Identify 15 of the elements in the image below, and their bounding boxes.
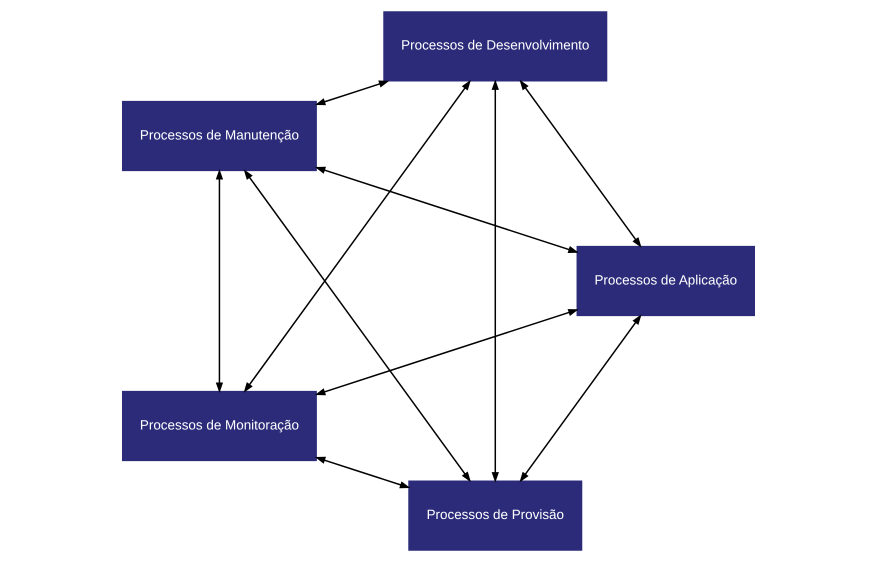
arrow: [243, 169, 470, 482]
arrow: [314, 456, 410, 488]
node-box: Processos de Monitoração: [121, 390, 316, 462]
node-box: Processos de Manutenção: [121, 100, 316, 172]
arrow: [243, 80, 470, 393]
node-box: Processos de Desenvolvimento: [382, 11, 607, 82]
node-box: Processos de Provisão: [408, 480, 582, 551]
arrow: [215, 169, 223, 394]
arrow: [519, 80, 642, 248]
arrow: [491, 79, 498, 483]
arrow: [518, 314, 642, 482]
arrow: [314, 309, 578, 396]
arrow: [314, 166, 578, 253]
node-box: Processos de Aplicação: [576, 246, 755, 316]
arrow: [314, 80, 389, 106]
